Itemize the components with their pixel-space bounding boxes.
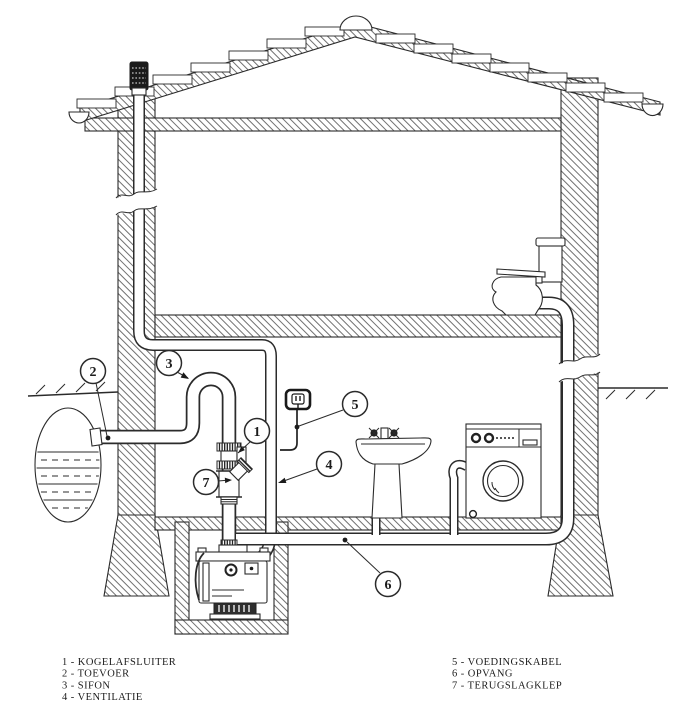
pump-strainer: [213, 602, 257, 615]
second-floor-slab: [154, 314, 562, 338]
knob: [483, 432, 495, 444]
external-collection-well: [34, 407, 102, 523]
washer-drain-hose: [448, 459, 470, 535]
callout-number: 1: [254, 425, 261, 440]
left-gutter: [68, 111, 90, 124]
house-structure: [68, 15, 664, 635]
power-cable: [280, 409, 298, 451]
legend-item-3: 3 - SIFON: [62, 680, 110, 691]
lifting-pump: [194, 539, 271, 620]
attic-floor-slab: [84, 117, 562, 132]
check-valve: [216, 456, 254, 505]
callout-1: 1: [237, 417, 271, 454]
detergent-drawer: [522, 439, 538, 446]
callout-number: 4: [326, 458, 333, 473]
water-level-lines: [36, 451, 100, 509]
pipe-outlet-end: [89, 427, 103, 447]
legend-item-4: 4 - VENTILATIE: [62, 692, 143, 703]
right-gutter: [641, 103, 664, 117]
indicator-dots: [496, 437, 514, 439]
left-wall-break: [115, 188, 158, 216]
basin: [355, 437, 432, 465]
left-footing: [103, 514, 170, 597]
siphon-and-outlet-pipe: [89, 371, 237, 447]
legend-item-6: 6 - OPVANG: [452, 669, 513, 680]
callout-7: 7: [192, 468, 232, 496]
pump-float-cable: [194, 552, 205, 601]
callout-number: 3: [166, 357, 173, 372]
callout-3: 3: [155, 349, 189, 379]
callout-number: 7: [203, 476, 210, 491]
ground-level-right: [598, 387, 668, 400]
callout-number: 2: [90, 365, 97, 380]
pump-pit: [174, 521, 289, 635]
callout-5: 5: [294, 390, 369, 430]
ground-floor-slab: [154, 516, 562, 531]
power-supply: [280, 388, 312, 451]
toilet: [491, 237, 566, 316]
callout-6: 6: [342, 537, 402, 598]
door: [482, 460, 524, 502]
washbasin: [355, 427, 432, 519]
ridge-cap: [339, 15, 373, 31]
legend: 1 - KOGELAFSLUITER 2 - TOEVOER 3 - SIFON…: [62, 657, 562, 703]
callout-4: 4: [278, 450, 343, 483]
filter-cap: [468, 509, 478, 519]
faucet: [368, 427, 400, 440]
callout-number: 6: [385, 578, 392, 593]
legend-item-2: 2 - TOEVOER: [62, 669, 130, 680]
washing-machine: [465, 423, 542, 519]
legend-item-1: 1 - KOGELAFSLUITER: [62, 657, 176, 668]
callout-2: 2: [79, 357, 111, 441]
right-wall-break: [558, 353, 601, 383]
toilet-downpipe-and-collector: [236, 296, 575, 546]
ground-level-left: [27, 381, 119, 397]
knob: [470, 432, 482, 444]
pedestal: [371, 463, 403, 519]
toilet-seat: [496, 268, 546, 278]
legend-item-5: 5 - VOEDINGSKABEL: [452, 657, 562, 668]
legend-item-7: 7 - TERUGSLAGKLEP: [452, 680, 562, 691]
callout-number: 5: [352, 398, 359, 413]
vent-roof-cap: [129, 61, 149, 96]
